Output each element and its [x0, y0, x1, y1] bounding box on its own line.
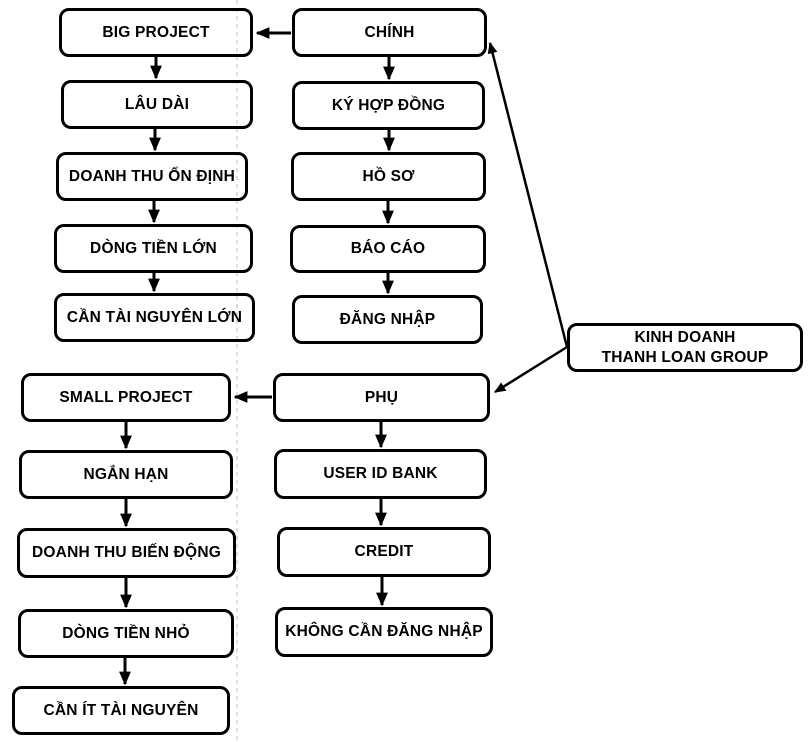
- node-label: DOANH THU BIẾN ĐỘNG: [32, 544, 221, 562]
- node-doanh-thu-bien-dong[interactable]: DOANH THU BIẾN ĐỘNG: [17, 528, 236, 578]
- node-label: ĐĂNG NHẬP: [339, 310, 436, 328]
- node-ngan-han[interactable]: NGẮN HẠN: [19, 450, 233, 499]
- node-label: BIG PROJECT: [102, 23, 210, 41]
- node-label: KÝ HỢP ĐỒNG: [331, 96, 446, 114]
- node-label: BÁO CÁO: [350, 240, 426, 258]
- node-big-project[interactable]: BIG PROJECT: [59, 8, 253, 57]
- node-label: SMALL PROJECT: [59, 388, 193, 406]
- node-khong-can-dang-nhap[interactable]: KHÔNG CẦN ĐĂNG NHẬP: [275, 607, 493, 657]
- node-credit[interactable]: CREDIT: [277, 527, 491, 577]
- node-can-tai-nguyen-lon[interactable]: CẦN TÀI NGUYÊN LỚN: [54, 293, 255, 342]
- edge-kinh-doanh-to-chinh: [487, 41, 569, 348]
- node-small-project[interactable]: SMALL PROJECT: [21, 373, 231, 422]
- node-bao-cao[interactable]: BÁO CÁO: [290, 225, 486, 273]
- node-lau-dai[interactable]: LÂU DÀI: [61, 80, 253, 129]
- node-label: KINH DOANH THANH LOAN GROUP: [601, 329, 769, 366]
- node-label: CẦN TÀI NGUYÊN LỚN: [66, 308, 243, 326]
- node-ho-so[interactable]: HỒ SƠ: [291, 152, 486, 201]
- node-label: NGẮN HẠN: [83, 465, 169, 483]
- node-user-id-bank[interactable]: USER ID BANK: [274, 449, 487, 499]
- node-label: DOANH THU ỔN ĐỊNH: [68, 167, 236, 185]
- node-dang-nhap[interactable]: ĐĂNG NHẬP: [292, 295, 483, 344]
- edge-kinh-doanh-to-phu: [494, 345, 568, 394]
- node-label: CẦN ÍT TÀI NGUYÊN: [43, 701, 199, 719]
- node-label: LÂU DÀI: [124, 95, 190, 113]
- node-label: PHỤ: [364, 388, 399, 406]
- node-can-it-tai-nguyen[interactable]: CẦN ÍT TÀI NGUYÊN: [12, 686, 230, 735]
- node-dong-tien-lon[interactable]: DÒNG TIỀN LỚN: [54, 224, 253, 273]
- node-dong-tien-nho[interactable]: DÒNG TIỀN NHỎ: [18, 609, 234, 658]
- node-doanh-thu-on-dinh[interactable]: DOANH THU ỔN ĐỊNH: [56, 152, 248, 201]
- node-label: DÒNG TIỀN LỚN: [90, 239, 217, 257]
- node-label: CHÍNH: [364, 23, 415, 41]
- node-ky-hop-dong[interactable]: KÝ HỢP ĐỒNG: [292, 81, 485, 130]
- node-label: CREDIT: [354, 543, 414, 561]
- node-kinh-doanh-thanh-loan-group[interactable]: KINH DOANH THANH LOAN GROUP: [567, 323, 803, 372]
- node-phu[interactable]: PHỤ: [273, 373, 490, 422]
- node-label: USER ID BANK: [323, 465, 438, 483]
- node-label: HỒ SƠ: [362, 167, 415, 185]
- node-label: KHÔNG CẦN ĐĂNG NHẬP: [285, 623, 483, 641]
- node-chinh[interactable]: CHÍNH: [292, 8, 487, 57]
- node-label: DÒNG TIỀN NHỎ: [62, 624, 190, 642]
